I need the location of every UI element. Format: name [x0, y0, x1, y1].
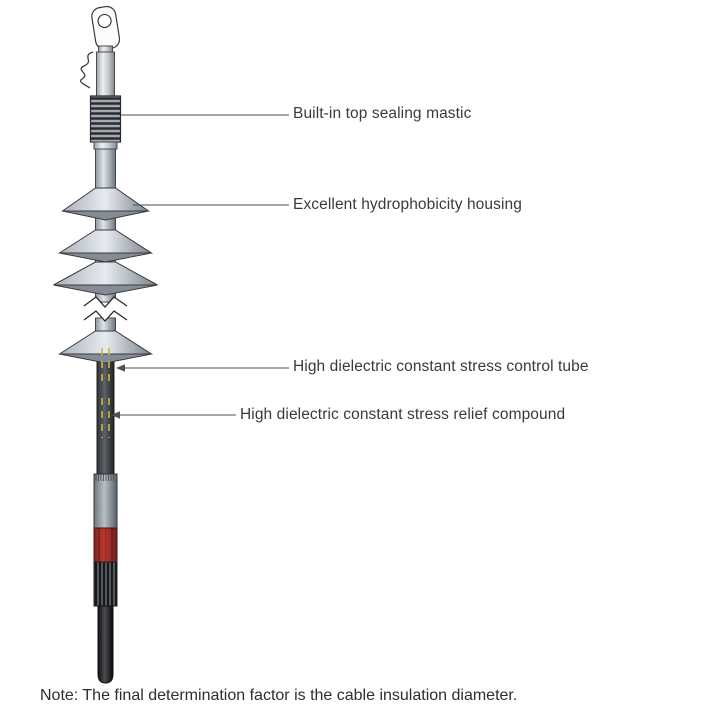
braid-section — [93, 561, 118, 607]
collar — [93, 141, 118, 150]
callout-stress-control-tube: High dielectric constant stress control … — [293, 358, 589, 375]
rain-shed-2 — [57, 229, 154, 263]
metal-stem — [96, 51, 115, 97]
red-marking-band — [93, 527, 118, 563]
break-symbol — [83, 296, 128, 322]
cable-insulation-section — [93, 473, 118, 529]
rain-shed-1 — [60, 187, 151, 221]
note-text: Note: The final determination factor is … — [40, 687, 518, 704]
sealing-mastic-band — [89, 95, 122, 143]
lug-hole — [97, 13, 112, 29]
cable-jacket — [97, 605, 114, 684]
cable-lug — [91, 5, 121, 50]
callout-top-sealing-mastic: Built-in top sealing mastic — [293, 105, 472, 122]
callout-hydrophobicity-housing: Excellent hydrophobicity housing — [293, 196, 522, 213]
rain-shed-4 — [57, 330, 154, 364]
callout-stress-relief-compound: High dielectric constant stress relief c… — [240, 406, 566, 423]
spring-wire — [79, 51, 94, 89]
arrowhead-stress-tube-icon — [116, 364, 125, 372]
rain-shed-3 — [53, 261, 158, 296]
arrowhead-stress-compound-icon — [111, 411, 120, 419]
yellow-marking-dashes — [101, 348, 110, 438]
